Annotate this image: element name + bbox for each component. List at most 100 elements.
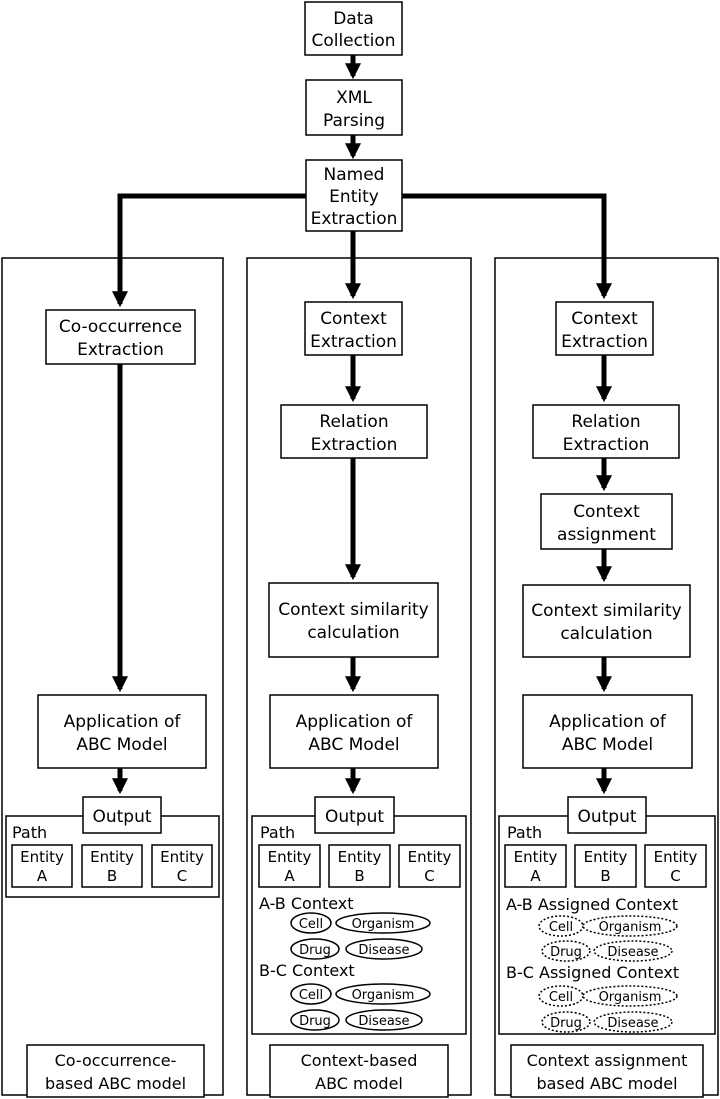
right-ab-drug: Drug [550, 945, 582, 960]
mid-entity-c: Entity C [398, 844, 461, 888]
mid-similarity-line1: Context similarity [278, 600, 428, 620]
mid-entity-b-line2: B [354, 867, 364, 885]
mid-bc-organism: Organism [352, 988, 415, 1003]
right-bc-terms [538, 985, 678, 1033]
arrow-ner-to-cooccurrence [111, 193, 306, 308]
left-model-label-box: Co-occurrence- based ABC model [26, 1044, 205, 1098]
right-ab-terms [538, 915, 678, 962]
mid-relation-line2: Extraction [311, 435, 398, 455]
left-entity-c-line1: Entity [160, 848, 204, 866]
right-application-line2: ABC Model [562, 735, 653, 755]
right-bc-organism: Organism [599, 990, 662, 1005]
mid-ab-cell: Cell [299, 917, 323, 932]
data-collection-line2: Collection [311, 31, 395, 51]
right-context-extraction-line2: Extraction [561, 332, 648, 352]
mid-output-title: Output [325, 807, 384, 827]
arrow-ner-to-context-right [402, 193, 613, 300]
right-context-extraction-box: Context Extraction [555, 301, 654, 356]
connectors [111, 55, 613, 795]
left-entity-a-line1: Entity [20, 848, 64, 866]
ner-line1: Named [324, 165, 385, 185]
right-entity-c-line2: C [670, 867, 680, 885]
left-path-label: Path [12, 823, 47, 842]
cooccurrence-extraction-box: Co-occurrence Extraction [45, 309, 196, 365]
right-ab-disease: Disease [607, 945, 658, 960]
right-bc-drug-oval [541, 1011, 591, 1033]
right-application-box: Application of ABC Model [522, 694, 693, 769]
data-collection-line1: Data [333, 9, 374, 29]
mid-entity-b-line1: Entity [338, 848, 382, 866]
mid-model-label-line2: ABC model [315, 1074, 403, 1093]
left-entity-a-line2: A [37, 867, 48, 885]
mid-output-group: Output Path Entity A Entity B Entity C A… [251, 796, 467, 1035]
mid-similarity-line2: calculation [307, 623, 399, 643]
right-entity-b-line2: B [600, 867, 610, 885]
mid-application-line2: ABC Model [308, 735, 399, 755]
mid-ab-disease-oval [345, 938, 423, 960]
left-application-line1: Application of [64, 712, 182, 732]
left-entity-c-line2: C [177, 867, 187, 885]
mid-entity-a-line1: Entity [268, 848, 312, 866]
right-model-label-line1: Context assignment [527, 1051, 688, 1070]
left-model-label-line2: based ABC model [45, 1074, 186, 1093]
left-entity-c: Entity C [151, 844, 213, 888]
right-output-group: Output Path Entity A Entity B Entity C A… [498, 796, 716, 1035]
right-context-assignment-box: Context assignment [540, 493, 673, 550]
mid-entity-b: Entity B [328, 844, 391, 888]
left-output-title: Output [92, 807, 151, 827]
mid-relation-extraction-box: Relation Extraction [280, 404, 428, 459]
mid-path-label: Path [260, 823, 295, 842]
mid-relation-line1: Relation [319, 412, 388, 432]
mid-ab-terms [290, 912, 431, 960]
right-bc-disease-oval [593, 1011, 673, 1033]
left-application-line2: ABC Model [76, 735, 167, 755]
mid-bc-disease: Disease [358, 1014, 409, 1029]
mid-ab-cell-oval [290, 912, 332, 934]
right-bc-context-label: B-C Assigned Context [506, 963, 679, 982]
left-entity-a: Entity A [11, 844, 73, 888]
mid-ab-drug: Drug [299, 943, 331, 958]
right-relation-extraction-box: Relation Extraction [532, 404, 680, 459]
mid-entity-c-line1: Entity [408, 848, 452, 866]
mid-context-extraction-box: Context Extraction [304, 301, 403, 356]
right-similarity-line2: calculation [560, 624, 652, 644]
right-ab-context-label: A-B Assigned Context [506, 895, 678, 914]
right-bc-cell: Cell [549, 990, 573, 1005]
mid-bc-organism-oval [335, 983, 431, 1005]
xml-parsing-line2: Parsing [323, 111, 385, 131]
xml-parsing-line1: XML [336, 88, 372, 108]
data-collection-box: Data Collection [304, 1, 403, 56]
mid-bc-cell: Cell [299, 988, 323, 1003]
left-panel [1, 257, 224, 1096]
mid-entity-c-line2: C [424, 867, 434, 885]
left-entity-b-line2: B [107, 867, 117, 885]
right-entity-b: Entity B [574, 844, 637, 888]
right-output-title: Output [577, 807, 636, 827]
cooccurrence-line1: Co-occurrence [59, 317, 182, 337]
right-ab-cell: Cell [549, 920, 573, 935]
mid-model-label-line1: Context-based [301, 1051, 418, 1070]
mid-application-box: Application of ABC Model [269, 694, 439, 769]
left-model-label-line1: Co-occurrence- [55, 1051, 177, 1070]
mid-bc-cell-oval [290, 983, 332, 1005]
ner-line2: Entity [329, 187, 379, 207]
mid-bc-drug-oval [290, 1009, 340, 1031]
right-application-line1: Application of [549, 712, 667, 732]
right-similarity-box: Context similarity calculation [522, 584, 691, 658]
right-bc-disease: Disease [607, 1016, 658, 1031]
right-relation-line1: Relation [571, 412, 640, 432]
right-entity-b-line1: Entity [584, 848, 628, 866]
mid-bc-context-label: B-C Context [259, 961, 355, 980]
ner-line3: Extraction [311, 209, 398, 229]
mid-ab-disease: Disease [358, 943, 409, 958]
left-entity-b: Entity B [81, 844, 143, 888]
cooccurrence-line2: Extraction [77, 340, 164, 360]
right-model-label-box: Context assignment based ABC model [510, 1044, 704, 1098]
mid-bc-terms [290, 983, 431, 1031]
named-entity-extraction-box: Named Entity Extraction [305, 159, 403, 232]
right-assignment-line1: Context [573, 502, 640, 522]
right-relation-line2: Extraction [563, 435, 650, 455]
right-path-label: Path [507, 823, 542, 842]
mid-model-label-box: Context-based ABC model [269, 1044, 449, 1098]
